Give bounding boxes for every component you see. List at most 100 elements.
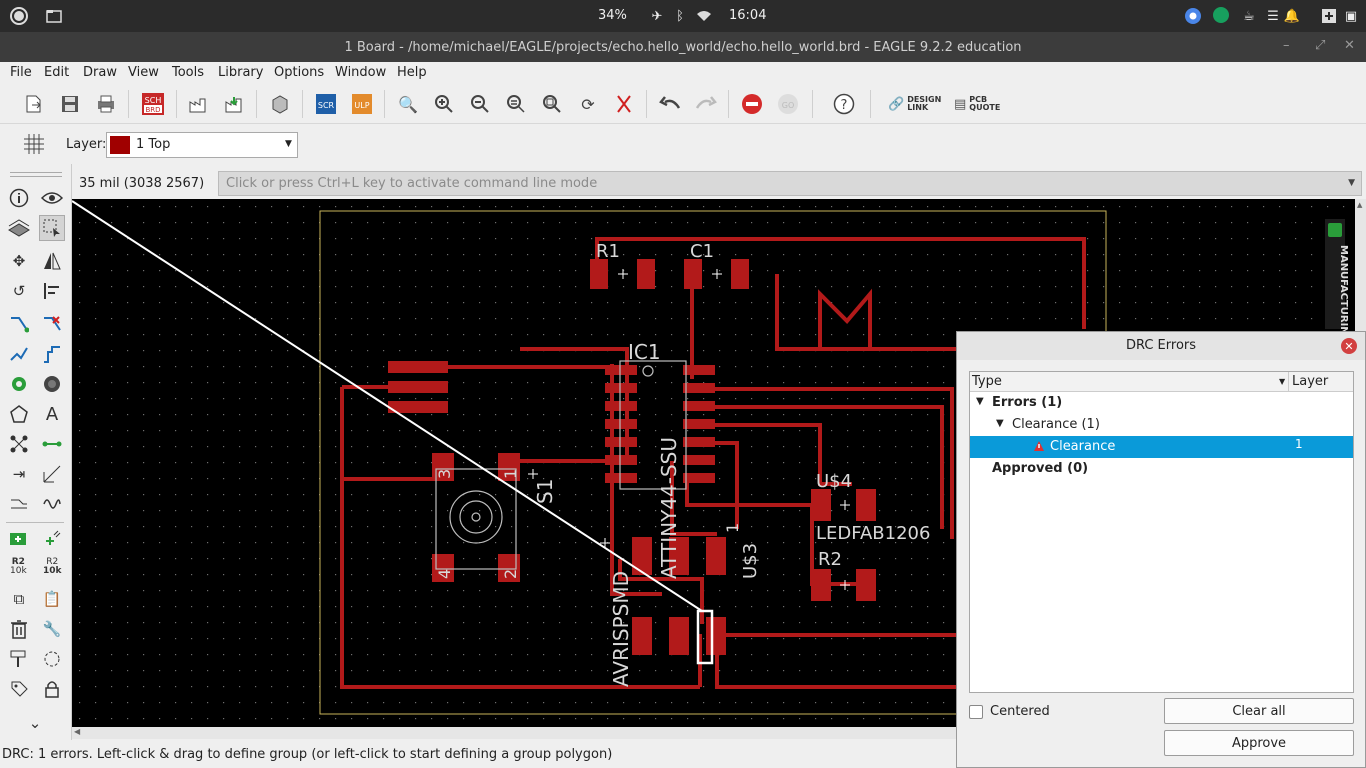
zoom-last-icon[interactable] [504,92,528,116]
add-part-icon[interactable] [6,526,32,552]
drc-error-marker[interactable] [696,609,714,665]
align-icon[interactable] [39,278,65,304]
menu-help[interactable]: Help [397,65,427,80]
hangouts-icon[interactable] [1212,7,1230,25]
menu-library[interactable]: Library [218,65,264,80]
paste-icon[interactable]: 📋 [42,590,62,608]
tree-row-clearance-group[interactable]: ▼ Clearance (1) [996,417,1100,432]
ripup-icon[interactable] [39,311,65,337]
tree-row-approved[interactable]: Approved (0) [992,461,1089,476]
attribute-icon[interactable] [6,676,32,702]
restore-icon[interactable]: ⤢ [1315,38,1326,53]
open-icon[interactable] [22,92,46,116]
3d-view-icon[interactable] [268,92,292,116]
split-icon[interactable] [6,491,32,517]
ulp-button[interactable]: ULP [350,92,374,116]
stop-icon[interactable] [740,92,764,116]
minimize-icon[interactable]: – [1283,38,1290,53]
delete-icon[interactable] [6,616,32,642]
command-line-input[interactable]: Click or press Ctrl+L key to activate co… [218,171,1362,196]
undo-icon[interactable] [658,92,682,116]
menu-window[interactable]: Window [335,65,387,80]
wrench-icon[interactable]: 🔧 [42,620,62,638]
zoom-out-icon[interactable] [468,92,492,116]
redraw-icon[interactable]: ⟳ [581,94,595,114]
manufacturing-side-tab[interactable]: MANUFACTURING [1325,219,1349,343]
change-icon[interactable] [6,646,32,672]
chrome-icon[interactable] [1184,7,1202,25]
copy-icon[interactable]: ⧉ [13,590,25,608]
clear-all-button[interactable]: Clear all [1164,698,1354,724]
ratsnest-icon[interactable] [612,92,636,116]
arc-icon[interactable] [39,491,65,517]
drc-error-tree[interactable]: Type ▼ Layer ▼ Errors (1) ▼ Clearance (1… [969,371,1354,693]
polygon-icon[interactable] [6,401,32,427]
caffeine-icon[interactable]: ☕ [1243,8,1255,24]
menu-tools[interactable]: Tools [172,65,205,80]
menu-list-icon[interactable]: ☰ [1267,8,1279,24]
pad-icon[interactable] [39,371,65,397]
script-button[interactable]: SCR [314,92,338,116]
wire-icon[interactable] [39,431,65,457]
print-icon[interactable] [94,92,118,116]
autorouter-icon[interactable] [6,341,32,367]
grid-icon[interactable] [22,132,46,156]
activities-icon[interactable] [10,7,28,25]
help-button[interactable]: ? [832,92,856,116]
design-link-button[interactable]: 🔗 DESIGN LINK [888,95,942,112]
dimension-icon[interactable]: ⇥ [12,465,26,483]
smash-icon[interactable] [39,646,65,672]
add-box-icon[interactable] [1320,7,1338,25]
meander-icon[interactable] [39,341,65,367]
save-icon[interactable] [58,92,82,116]
move-icon[interactable]: ✥ [12,252,26,270]
pcb-quote-button[interactable]: ▤ PCB QUOTE [954,95,1001,112]
zoom-select-icon[interactable] [540,92,564,116]
chevron-down-icon[interactable]: ▼ [1348,178,1355,188]
mirror-icon[interactable] [39,248,65,274]
net-icon[interactable] [6,431,32,457]
notification-icon[interactable]: 🔔 [1283,8,1301,24]
files-icon[interactable] [45,7,63,25]
rotate-icon[interactable]: ↺ [12,282,26,300]
centered-checkbox[interactable] [969,705,983,719]
expand-icon[interactable]: ▼ [996,418,1004,429]
expand-icon[interactable]: ▼ [976,396,984,407]
layers-icon[interactable] [6,215,32,241]
layer-label: Layer: [66,137,107,152]
close-icon[interactable]: ✕ [1341,338,1357,354]
expand-chevron-icon[interactable]: ⌄ [28,714,42,732]
text-icon[interactable]: A [45,403,59,425]
menu-draw[interactable]: Draw [83,65,117,80]
tree-row-clearance-item[interactable]: Clearance 1 [970,436,1353,458]
menu-file[interactable]: File [10,65,32,80]
redo-icon[interactable] [694,92,718,116]
tree-row-errors[interactable]: ▼ Errors (1) [976,395,1063,410]
menu-edit[interactable]: Edit [44,65,70,80]
menu-options[interactable]: Options [274,65,325,80]
show-eye-icon[interactable] [39,185,65,211]
menu-view[interactable]: View [128,65,159,80]
bluetooth-icon: ᛒ [676,8,684,24]
line-icon[interactable] [39,461,65,487]
layer-select[interactable]: 1 Top ▼ [106,132,298,158]
add-connector-icon[interactable] [39,526,65,552]
via-icon[interactable] [6,371,32,397]
column-type[interactable]: Type [972,374,1002,389]
sort-chevron-icon[interactable]: ▼ [1279,377,1286,386]
close-window-icon[interactable]: ✕ [1344,38,1355,53]
group-select-icon[interactable] [39,215,65,241]
settings-icon[interactable]: ▣ [1344,8,1358,24]
column-layer[interactable]: Layer [1292,374,1329,389]
approve-button[interactable]: Approve [1164,730,1354,756]
cam-processor-icon[interactable] [186,92,210,116]
route-icon[interactable] [6,311,32,337]
zoom-in-icon[interactable] [432,92,456,116]
lock-icon[interactable] [39,676,65,702]
manufacturing-export-icon[interactable] [222,92,246,116]
zoom-fit-icon[interactable]: 🔍 [398,94,418,114]
info-icon[interactable] [6,185,32,211]
